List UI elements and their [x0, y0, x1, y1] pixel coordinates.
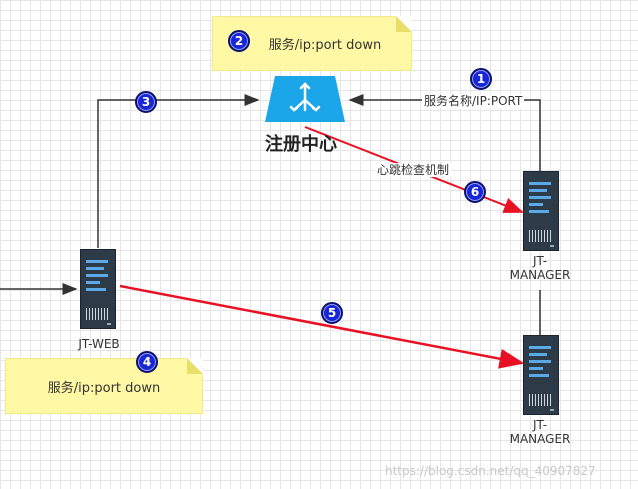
edge-web-to-manager2: [119, 284, 525, 369]
step-badge-6: 6: [464, 181, 486, 203]
note-top: 服务/ip:port down: [212, 16, 412, 71]
step-badge-5: 5: [321, 302, 343, 324]
server-jt-web-label: JT-WEB: [78, 337, 120, 351]
server-jt-manager-2: [523, 335, 559, 415]
server-jt-manager-1-label: JT- MANAGER: [509, 254, 571, 282]
watermark: https://blog.csdn.net/qq_40907827: [385, 464, 596, 478]
server-jt-manager-1: [523, 171, 559, 251]
step-badge-2: 2: [228, 30, 250, 52]
note-fold-icon: [396, 16, 412, 32]
edge-label-heartbeat: 心跳检查机制: [375, 163, 452, 177]
registry-title: 注册中心: [265, 134, 337, 155]
step-badge-1: 1: [470, 68, 492, 90]
edge-web-to-registry: [97, 94, 260, 248]
note-top-text: 服务/ip:port down: [268, 38, 382, 53]
note-bottom: 服务/ip:port down: [5, 358, 203, 414]
registry-icon: [265, 76, 345, 122]
edge-label-register: 服务名称/IP:PORT: [422, 94, 525, 108]
note-bottom-text: 服务/ip:port down: [47, 380, 161, 396]
server-jt-web: [80, 249, 116, 329]
step-badge-3: 3: [135, 91, 157, 113]
note-fold-icon: [187, 358, 203, 374]
step-badge-4: 4: [136, 351, 158, 373]
server-jt-manager-2-label: JT- MANAGER: [509, 418, 571, 446]
